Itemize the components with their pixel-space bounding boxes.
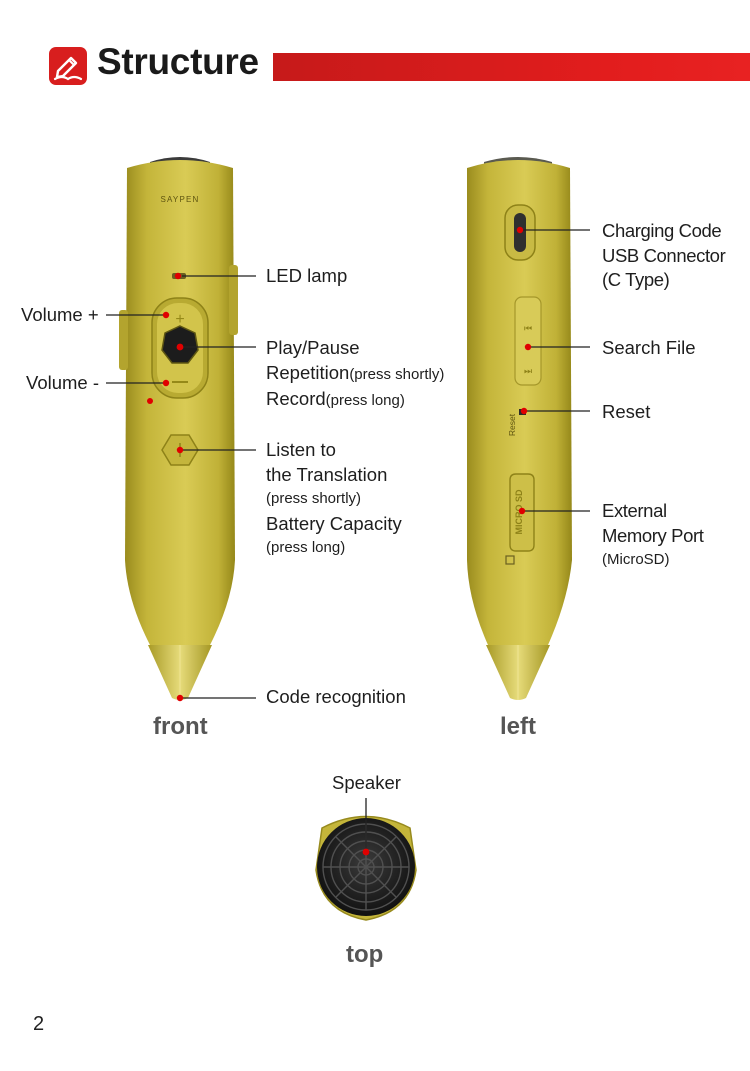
view-label-top: top (346, 941, 384, 968)
label-battery-note: (press long) (266, 539, 346, 556)
page-title: Structure (97, 41, 259, 82)
label-usb-connector: USB Connector (602, 244, 726, 266)
svg-text:⏭: ⏭ (524, 366, 532, 376)
title-bar (273, 53, 750, 81)
label-record-note: (press long) (325, 392, 405, 409)
pen-front-view: SAYPEN + (119, 157, 238, 700)
label-record: Record (266, 388, 326, 409)
memory-card-icon (505, 555, 515, 565)
label-volume-down: Volume - (26, 372, 100, 393)
svg-text:⏮: ⏮ (524, 323, 532, 333)
label-speaker: Speaker (332, 772, 401, 793)
label-microsd: (MicroSD) (602, 551, 670, 568)
search-file-rocker[interactable] (514, 296, 542, 386)
label-charging-group: Charging Code USB Connector (C Type) (602, 219, 726, 293)
label-charging-code: Charging Code (602, 220, 722, 241)
page-number: 2 (33, 1013, 45, 1035)
label-memory-group: External Memory Port (MicroSD) (602, 499, 704, 573)
view-label-front: front (153, 713, 208, 740)
label-repetition: Repetition (266, 361, 350, 383)
label-repetition-note: (press shortly) (349, 365, 445, 383)
label-memory-port: Memory Port (602, 524, 704, 546)
label-c-type: (C Type) (602, 269, 670, 290)
label-listen-to: Listen to (266, 439, 336, 460)
brand-print: SAYPEN (160, 195, 199, 204)
label-reset: Reset (602, 401, 651, 422)
label-the-translation: the Translation (266, 463, 388, 485)
pen-left-view: ⏮ ⏭ Reset MICRO SD (467, 157, 572, 700)
label-battery-capacity: Battery Capacity (266, 512, 402, 534)
label-play-pause: Play/Pause (266, 337, 360, 358)
label-play-pause-group: Play/Pause Repetition(press shortly) Rec… (266, 336, 444, 414)
label-translation-group: Listen to the Translation (press shortly… (266, 438, 402, 561)
label-search-file: Search File (602, 337, 696, 358)
pen-book-icon (53, 56, 83, 81)
label-led-lamp: LED lamp (266, 265, 348, 286)
label-code-recognition: Code recognition (266, 686, 406, 707)
reset-print: Reset (507, 413, 517, 436)
plus-icon: + (175, 311, 184, 328)
view-label-left: left (500, 713, 536, 740)
section-logo (49, 47, 87, 85)
label-external: External (602, 500, 667, 521)
leader-lines (106, 229, 590, 852)
label-listen-note: (press shortly) (266, 490, 362, 507)
label-volume-up: Volume + (21, 304, 99, 325)
callout-markers (147, 226, 532, 856)
